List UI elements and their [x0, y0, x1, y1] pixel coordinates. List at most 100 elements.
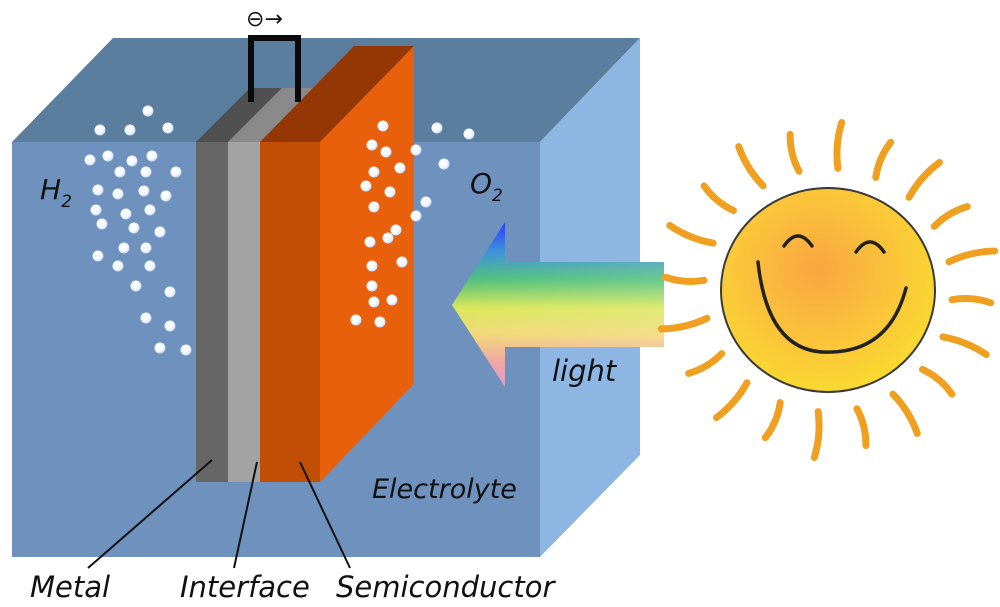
h2-bubble — [96, 218, 108, 230]
h2-bubble — [164, 320, 176, 332]
h2-bubble — [90, 204, 102, 216]
o2-bubble — [382, 232, 394, 244]
o2-bubble — [368, 201, 380, 213]
h2-bubble — [94, 124, 106, 136]
sun-left-eye — [782, 234, 814, 248]
h2-label-sub: 2 — [61, 192, 72, 212]
h2-bubble — [124, 124, 136, 136]
o2-bubble — [386, 294, 398, 306]
interface-leader-line — [233, 461, 258, 569]
metal-label: Metal — [30, 570, 110, 604]
h2-label-main: H — [40, 173, 61, 206]
o2-bubble — [463, 128, 475, 140]
wire — [248, 35, 301, 102]
metal-layer — [196, 142, 228, 482]
o2-bubble — [364, 236, 376, 248]
h2-bubbles — [84, 105, 192, 356]
external-wire: ⊖→ — [246, 7, 301, 102]
sun-ray — [930, 203, 971, 230]
light-label: light — [552, 354, 618, 388]
interface-label: Interface — [180, 570, 310, 604]
h2-bubble — [84, 154, 96, 166]
h2-bubble — [92, 184, 104, 196]
h2-bubble — [138, 185, 150, 197]
sun-ray — [833, 119, 846, 172]
sun-ray — [761, 399, 784, 442]
h2-bubble — [112, 260, 124, 272]
sun-smile — [756, 260, 908, 354]
interface-layer — [228, 142, 260, 482]
o2-bubble — [390, 224, 402, 236]
semiconductor-leader-line — [299, 461, 351, 569]
o2-bubble — [368, 166, 380, 178]
sun-ray — [666, 222, 717, 247]
o2-bubble — [366, 280, 378, 292]
sun-icon — [657, 119, 999, 461]
o2-label-sub: 2 — [492, 186, 503, 206]
h2-bubble — [180, 344, 192, 356]
o2-bubble — [431, 122, 443, 134]
metal-top-face — [196, 88, 282, 142]
electron-flow-glyph: ⊖→ — [246, 7, 283, 32]
sun-ray — [786, 130, 803, 175]
h2-bubble — [140, 312, 152, 324]
sun-ray — [853, 405, 870, 450]
o2-label-main: O — [470, 167, 492, 200]
sun-ray — [948, 295, 995, 307]
metal-leader-line — [87, 459, 213, 569]
o2-bubbles — [350, 120, 475, 328]
o2-label: O2 — [470, 167, 503, 206]
o2-bubble — [377, 120, 389, 132]
o2-bubble — [410, 144, 422, 156]
h2-bubble — [140, 166, 152, 178]
sun-ray — [905, 158, 943, 201]
h2-bubble — [102, 150, 114, 162]
o2-bubble — [396, 256, 408, 268]
h2-bubble — [164, 286, 176, 298]
h2-bubble — [92, 250, 104, 262]
light-arrow — [452, 222, 664, 387]
h2-bubble — [130, 280, 142, 292]
sun-ray — [735, 143, 767, 190]
h2-bubble — [154, 226, 166, 238]
o2-bubble — [350, 314, 362, 326]
o2-bubble — [374, 316, 386, 328]
sun-ray — [945, 247, 999, 266]
sun-ray — [919, 365, 956, 398]
sun-ray — [939, 333, 990, 358]
o2-bubble — [420, 196, 432, 208]
h2-bubble — [142, 105, 154, 117]
o2-bubble — [360, 180, 372, 192]
electrolyte-label: Electrolyte — [372, 474, 517, 505]
sun-ray — [810, 408, 823, 461]
semiconductor-layer — [260, 142, 320, 482]
sun-ray — [700, 182, 737, 215]
sun-ray — [685, 350, 726, 377]
sun-ray — [872, 138, 895, 181]
h2-bubble — [162, 122, 174, 134]
h2-bubble — [160, 190, 172, 202]
sun-face — [720, 187, 936, 393]
sun-ray — [661, 273, 708, 285]
h2-bubble — [112, 188, 124, 200]
h2-bubble — [154, 342, 166, 354]
h2-bubble — [128, 222, 140, 234]
h2-bubble — [144, 260, 156, 272]
sun-ray — [657, 314, 711, 333]
o2-bubble — [384, 186, 396, 198]
o2-bubble — [366, 139, 378, 151]
h2-label: H2 — [40, 173, 72, 212]
o2-bubble — [366, 260, 378, 272]
h2-bubble — [118, 242, 130, 254]
o2-bubble — [410, 210, 422, 222]
o2-bubble — [394, 162, 406, 174]
sun-right-eye — [854, 240, 886, 254]
sun-ray — [713, 379, 751, 422]
h2-bubble — [114, 166, 126, 178]
h2-bubble — [170, 166, 182, 178]
sun-ray — [889, 390, 921, 437]
electrode-stack — [196, 46, 414, 482]
leader-lines — [87, 459, 351, 569]
o2-bubble — [380, 146, 392, 158]
